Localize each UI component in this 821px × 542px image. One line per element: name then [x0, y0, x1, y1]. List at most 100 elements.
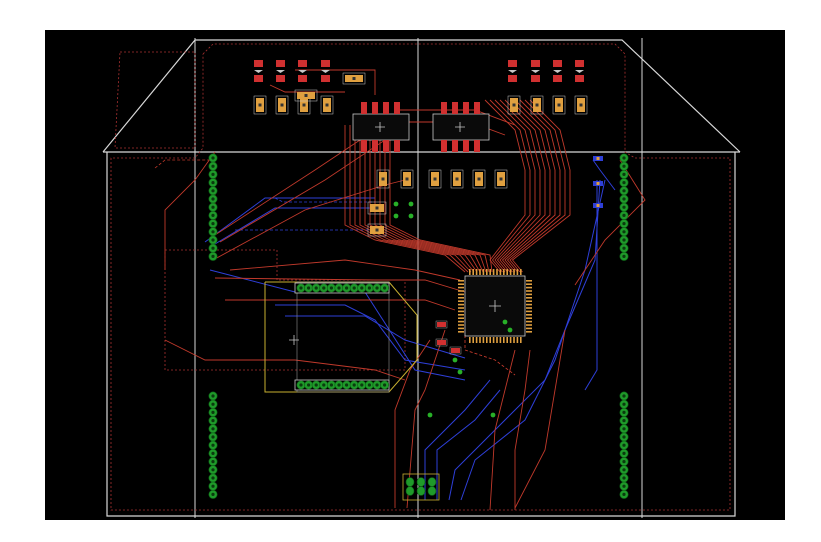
- capacitor[interactable]: [376, 169, 390, 189]
- led-pad[interactable]: [298, 60, 307, 67]
- smd-pad[interactable]: [437, 340, 446, 345]
- via[interactable]: [457, 369, 463, 375]
- soic-pad[interactable]: [361, 102, 367, 114]
- led-pad[interactable]: [553, 60, 562, 67]
- header-right-upper[interactable]: [619, 153, 629, 261]
- soic-pad[interactable]: [463, 140, 469, 152]
- led-pad[interactable]: [276, 75, 285, 82]
- led-pad[interactable]: [254, 60, 263, 67]
- soic-pad[interactable]: [394, 140, 400, 152]
- small-cap[interactable]: [593, 203, 603, 208]
- smd-pad[interactable]: [437, 322, 446, 327]
- ic-u2[interactable]: [432, 102, 490, 152]
- via[interactable]: [427, 412, 433, 418]
- resistor[interactable]: [574, 95, 588, 115]
- led-pad[interactable]: [508, 60, 517, 67]
- tht-pad[interactable]: [416, 477, 426, 487]
- pcb-canvas[interactable]: [45, 30, 785, 520]
- dual-header-top-row[interactable]: [296, 283, 390, 293]
- microcontroller-qfp[interactable]: [458, 269, 532, 343]
- led-pad[interactable]: [321, 75, 330, 82]
- soic-pad[interactable]: [463, 102, 469, 114]
- resistor[interactable]: [253, 95, 267, 115]
- via[interactable]: [490, 412, 496, 418]
- tht-pad[interactable]: [405, 486, 415, 496]
- top-trace: [164, 151, 216, 270]
- led[interactable]: [553, 60, 562, 82]
- soic-pad[interactable]: [474, 102, 480, 114]
- small-resistor[interactable]: [435, 320, 448, 329]
- led[interactable]: [276, 60, 285, 82]
- led-pad[interactable]: [553, 75, 562, 82]
- smd-pad[interactable]: [451, 348, 460, 353]
- capacitor[interactable]: [428, 169, 442, 189]
- via[interactable]: [408, 201, 414, 207]
- soic-pad[interactable]: [361, 140, 367, 152]
- capacitor[interactable]: [400, 169, 414, 189]
- soic-pad[interactable]: [441, 140, 447, 152]
- led[interactable]: [254, 60, 263, 82]
- led[interactable]: [531, 60, 540, 82]
- soic-pad[interactable]: [452, 140, 458, 152]
- led-pad[interactable]: [508, 75, 517, 82]
- header-left-lower[interactable]: [208, 391, 218, 499]
- tht-drill: [375, 286, 379, 290]
- led-pad[interactable]: [531, 60, 540, 67]
- led-pad[interactable]: [575, 75, 584, 82]
- via[interactable]: [502, 319, 508, 325]
- soic-pad[interactable]: [474, 140, 480, 152]
- capacitor[interactable]: [450, 169, 464, 189]
- resistor-horizontal[interactable]: [294, 89, 318, 102]
- led[interactable]: [298, 60, 307, 82]
- tht-pad[interactable]: [405, 477, 415, 487]
- led-pad[interactable]: [321, 60, 330, 67]
- small-resistor[interactable]: [435, 338, 448, 347]
- header-right-lower[interactable]: [619, 391, 629, 499]
- capacitor[interactable]: [367, 201, 387, 215]
- tht-drill: [329, 383, 333, 387]
- via[interactable]: [393, 201, 399, 207]
- resistor-horizontal[interactable]: [342, 72, 366, 85]
- small-resistor[interactable]: [449, 346, 462, 355]
- soic-pad[interactable]: [372, 102, 378, 114]
- led[interactable]: [575, 60, 584, 82]
- soic-pad[interactable]: [383, 102, 389, 114]
- resistor[interactable]: [275, 95, 289, 115]
- resistor[interactable]: [530, 95, 544, 115]
- soic-pad[interactable]: [452, 102, 458, 114]
- capacitor[interactable]: [367, 223, 387, 237]
- led[interactable]: [508, 60, 517, 82]
- pcb-board[interactable]: [45, 30, 785, 520]
- capacitor[interactable]: [494, 169, 508, 189]
- via[interactable]: [452, 357, 458, 363]
- resistor[interactable]: [552, 95, 566, 115]
- soic-pad[interactable]: [394, 102, 400, 114]
- led-pad[interactable]: [531, 75, 540, 82]
- via[interactable]: [507, 327, 513, 333]
- resistor[interactable]: [507, 95, 521, 115]
- resistor[interactable]: [320, 95, 334, 115]
- led[interactable]: [321, 60, 330, 82]
- tht-pad[interactable]: [416, 486, 426, 496]
- header-left-upper[interactable]: [208, 153, 218, 261]
- led-pad[interactable]: [298, 75, 307, 82]
- soic-pad[interactable]: [441, 102, 447, 114]
- soic-pad[interactable]: [383, 140, 389, 152]
- tht-pad[interactable]: [427, 477, 437, 487]
- tht-pad[interactable]: [427, 486, 437, 496]
- dual-header-bottom-row[interactable]: [296, 380, 390, 390]
- led-pad[interactable]: [575, 60, 584, 67]
- via[interactable]: [393, 213, 399, 219]
- qfp-pin: [513, 337, 515, 343]
- capacitor[interactable]: [472, 169, 486, 189]
- led-pad[interactable]: [254, 75, 263, 82]
- via[interactable]: [408, 213, 414, 219]
- qfp-pin: [458, 331, 464, 333]
- component-layer[interactable]: [208, 60, 629, 501]
- soic-pad[interactable]: [372, 140, 378, 152]
- bottom-connector[interactable]: [402, 473, 440, 501]
- small-cap[interactable]: [593, 181, 603, 186]
- ic-u1[interactable]: [352, 102, 410, 152]
- led-pad[interactable]: [276, 60, 285, 67]
- small-cap[interactable]: [593, 156, 603, 161]
